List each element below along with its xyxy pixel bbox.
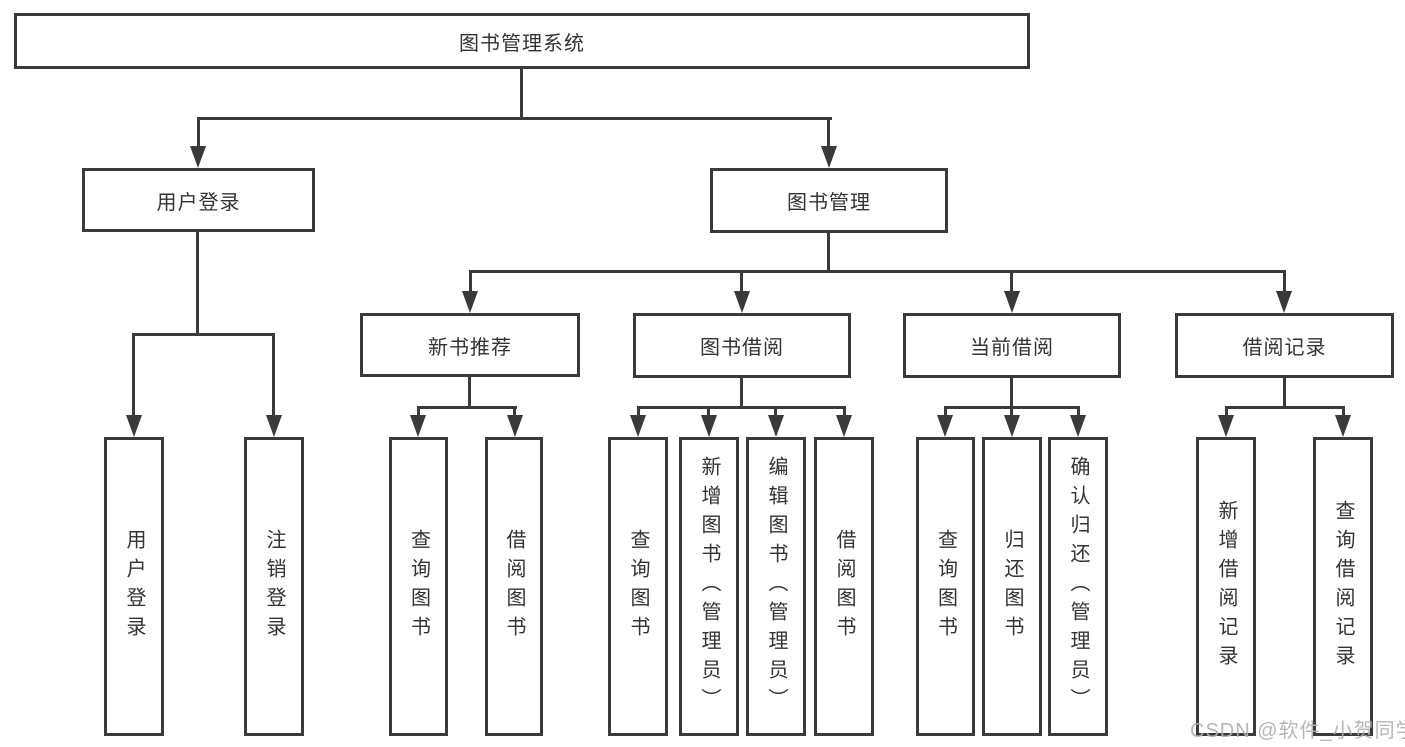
leaf-query-borrow-record: 查询借阅记录 — [1313, 437, 1373, 736]
leaf-label: 编辑图书（管理员） — [765, 456, 787, 717]
node-label: 图书借阅 — [700, 337, 784, 359]
connector-line — [132, 333, 275, 336]
csdn-watermark: CSDN @软件_小贺同学 — [1190, 720, 1405, 742]
connector-line — [944, 406, 947, 419]
connector-line — [740, 270, 743, 295]
connector-line — [774, 406, 777, 419]
connector-line — [1225, 406, 1228, 419]
leaf-label: 查询图书 — [407, 528, 430, 645]
node-label: 图书管理 — [787, 192, 871, 214]
arrow-head — [1218, 415, 1234, 437]
connector-line — [1010, 378, 1013, 408]
arrow-head — [1335, 415, 1351, 437]
leaf-label: 查询借阅记录 — [1332, 499, 1354, 674]
node-label: 借阅记录 — [1242, 337, 1327, 359]
connector-line — [272, 333, 275, 419]
leaf-query-books: 查询图书 — [608, 437, 668, 736]
leaf-user-login: 用户登录 — [104, 437, 164, 736]
arrow-head — [1070, 415, 1086, 437]
leaf-label: 用户登录 — [123, 528, 145, 645]
leaf-label: 确认归还（管理员） — [1067, 456, 1089, 717]
node-label: 当前借阅 — [970, 337, 1054, 359]
connector-line — [513, 406, 516, 419]
arrow-head — [190, 146, 206, 168]
node-label: 图书管理系统 — [459, 32, 585, 55]
connector-line — [843, 406, 846, 419]
connector-line — [1342, 406, 1345, 419]
node-root-system: 图书管理系统 — [14, 13, 1030, 69]
arrow-head — [630, 415, 646, 437]
arrow-head — [701, 415, 717, 437]
leaf-label: 新增图书（管理员） — [698, 456, 720, 717]
arrow-head — [507, 415, 523, 437]
connector-line — [417, 406, 420, 419]
leaf-add-books-admin: 新增图书（管理员） — [679, 437, 739, 736]
connector-line — [469, 270, 472, 295]
leaf-borrow-books: 借阅图书 — [814, 437, 874, 736]
connector-line — [468, 377, 471, 408]
node-current-borrow: 当前借阅 — [903, 313, 1121, 378]
node-borrow-records: 借阅记录 — [1175, 313, 1394, 378]
leaf-query-books: 查询图书 — [389, 437, 448, 736]
connector-line — [197, 117, 200, 150]
leaf-label: 借阅图书 — [833, 528, 855, 645]
node-book-borrow: 图书借阅 — [633, 313, 851, 378]
leaf-confirm-return-admin: 确认归还（管理员） — [1048, 437, 1108, 736]
connector-line — [1010, 406, 1013, 419]
arrow-head — [768, 415, 784, 437]
leaf-query-books: 查询图书 — [916, 437, 975, 736]
arrow-head — [410, 415, 426, 437]
connector-line — [707, 406, 710, 419]
arrow-head — [1276, 291, 1292, 313]
leaf-label: 查询图书 — [934, 528, 957, 645]
connector-line — [469, 270, 1286, 273]
arrow-head — [1004, 291, 1020, 313]
leaf-label: 新增借阅记录 — [1215, 499, 1237, 674]
connector-line — [520, 69, 523, 118]
connector-line — [1077, 406, 1080, 419]
connector-line — [827, 117, 830, 150]
connector-line — [637, 406, 846, 409]
arrow-head — [266, 415, 282, 437]
node-label: 用户登录 — [156, 191, 241, 214]
connector-line — [196, 232, 199, 335]
arrow-head — [734, 291, 750, 313]
leaf-add-borrow-record: 新增借阅记录 — [1196, 437, 1256, 736]
node-user-login: 用户登录 — [82, 168, 315, 232]
leaf-label: 借阅图书 — [503, 528, 525, 645]
arrow-head — [126, 415, 142, 437]
arrow-head — [462, 291, 478, 313]
leaf-borrow-books: 借阅图书 — [485, 437, 543, 736]
connector-line — [637, 406, 640, 419]
connector-line — [740, 378, 743, 408]
connector-line — [1010, 270, 1013, 295]
connector-line — [132, 333, 135, 419]
arrow-head — [1004, 415, 1020, 437]
connector-line — [1283, 378, 1286, 408]
node-new-book-recommend: 新书推荐 — [360, 313, 580, 377]
arrow-head — [821, 146, 837, 168]
leaf-logout-login: 注销登录 — [244, 437, 304, 736]
connector-line — [197, 117, 832, 120]
connector-line — [827, 233, 830, 272]
node-label: 新书推荐 — [428, 336, 512, 359]
arrow-head — [937, 415, 953, 437]
node-book-management: 图书管理 — [710, 168, 948, 233]
connector-line — [417, 406, 517, 409]
arrow-head — [836, 415, 852, 437]
leaf-return-books: 归还图书 — [982, 437, 1042, 736]
leaf-label: 查询图书 — [627, 528, 649, 645]
leaf-label: 归还图书 — [1001, 528, 1023, 645]
leaf-edit-books-admin: 编辑图书（管理员） — [746, 437, 806, 736]
leaf-label: 注销登录 — [263, 528, 285, 645]
connector-line — [1225, 406, 1345, 409]
connector-line — [1283, 270, 1286, 295]
